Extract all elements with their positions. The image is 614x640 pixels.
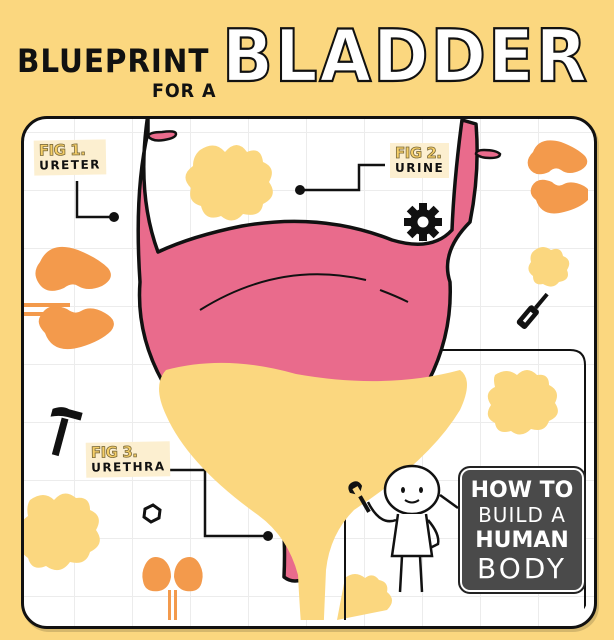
kidney-icon — [527, 140, 588, 214]
fig-1-text: URETER — [39, 157, 102, 173]
fig-3-number: FIG 3. — [90, 442, 138, 462]
kidney-icon — [142, 557, 203, 620]
fig-2-text: URINE — [395, 161, 445, 175]
wrench-icon — [348, 481, 371, 513]
badge-line-1: HOW TO — [470, 478, 574, 503]
title-bladder: BLADDER — [221, 14, 590, 98]
badge-line-4: BODY — [477, 552, 567, 585]
fig-3-text: URETHRA — [91, 459, 166, 475]
title-for-a: FOR A — [152, 80, 217, 102]
fig-1-label: FIG 1. URETER — [33, 139, 107, 176]
title-blueprint: BLUEPRINT — [17, 42, 210, 80]
screwdriver-icon — [516, 292, 549, 329]
series-badge: HOW TO BUILD A HUMAN BODY — [458, 466, 586, 594]
hex-nut-icon — [142, 503, 162, 524]
stick-figure — [366, 464, 459, 593]
gear-icon — [404, 203, 442, 241]
fig-2-label: FIG 2. URINE — [390, 143, 450, 178]
hammer-icon — [50, 407, 83, 457]
bladder-illustration — [136, 119, 502, 620]
splat-icon — [24, 145, 570, 620]
kidney-icon — [24, 246, 114, 350]
fig-1-number: FIG 1. — [38, 140, 86, 160]
badge-line-3: HUMAN — [475, 528, 569, 553]
badge-line-2: BUILD A — [478, 503, 566, 527]
fig-3-label: FIG 3. URETHRA — [85, 441, 171, 478]
fig-2-number: FIG 2. — [395, 144, 443, 162]
